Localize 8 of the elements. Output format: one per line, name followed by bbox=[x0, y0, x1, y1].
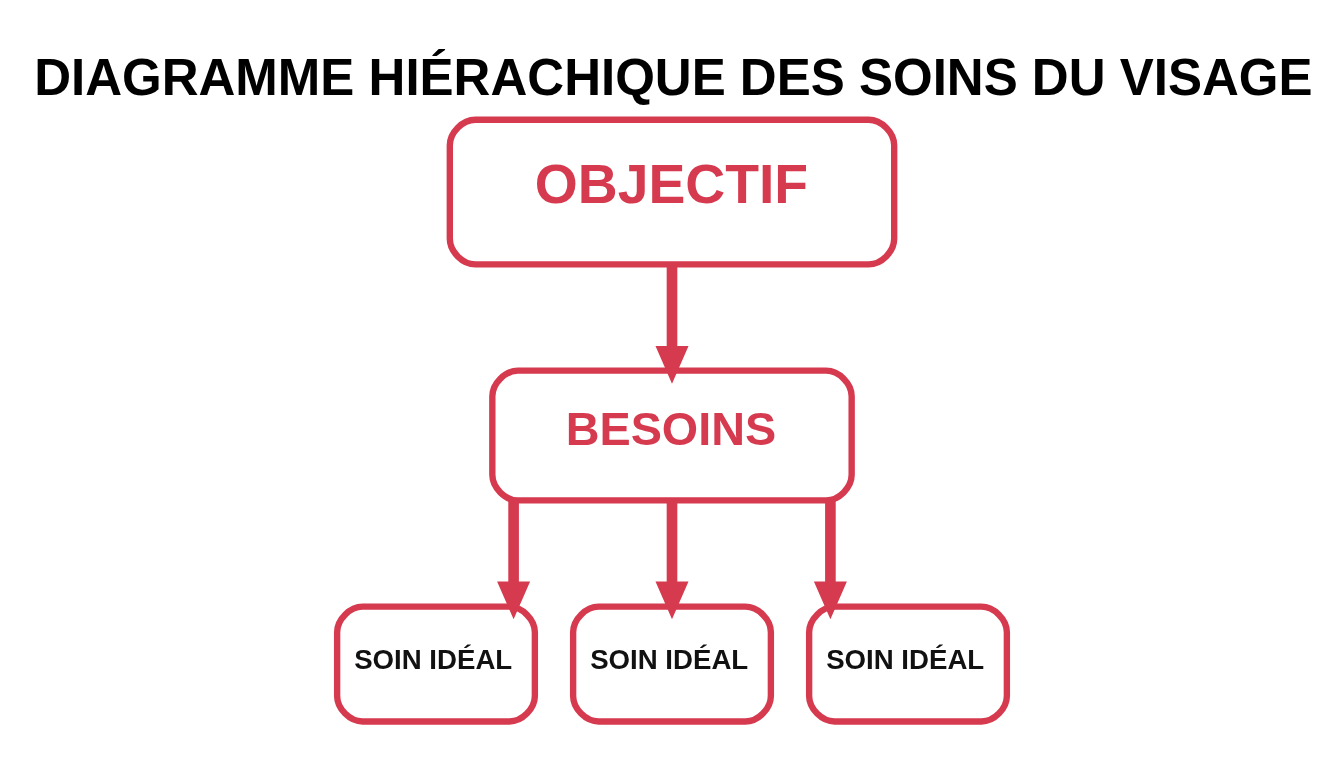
node-box: SOIN IDÉAL bbox=[333, 603, 539, 725]
diagram-title: DIAGRAMME HIÉRACHIQUE DES SOINS DU VISAGE bbox=[34, 48, 1313, 106]
node-box: SOIN IDÉAL bbox=[805, 603, 1011, 725]
arrow bbox=[813, 499, 847, 619]
node-box: BESOINS bbox=[489, 367, 855, 504]
node-box: SOIN IDÉAL bbox=[569, 603, 775, 725]
node-box: OBJECTIF bbox=[446, 116, 898, 268]
arrow bbox=[497, 499, 531, 619]
